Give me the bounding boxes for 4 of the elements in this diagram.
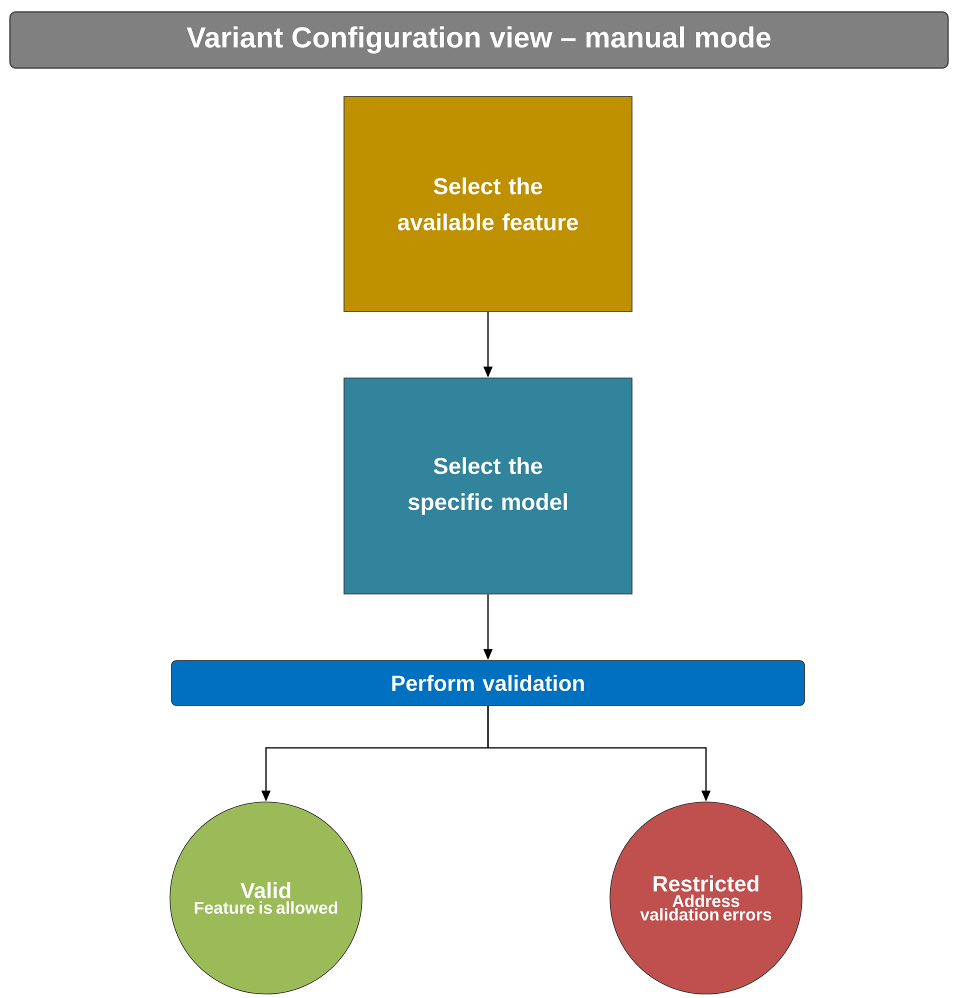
- process-box: Select the specific model: [344, 378, 632, 594]
- validation-bar: Perform validation: [171, 660, 805, 706]
- process-box: Select the available feature: [344, 96, 632, 312]
- title-banner: Variant Configuration view – manual mode: [9, 11, 949, 69]
